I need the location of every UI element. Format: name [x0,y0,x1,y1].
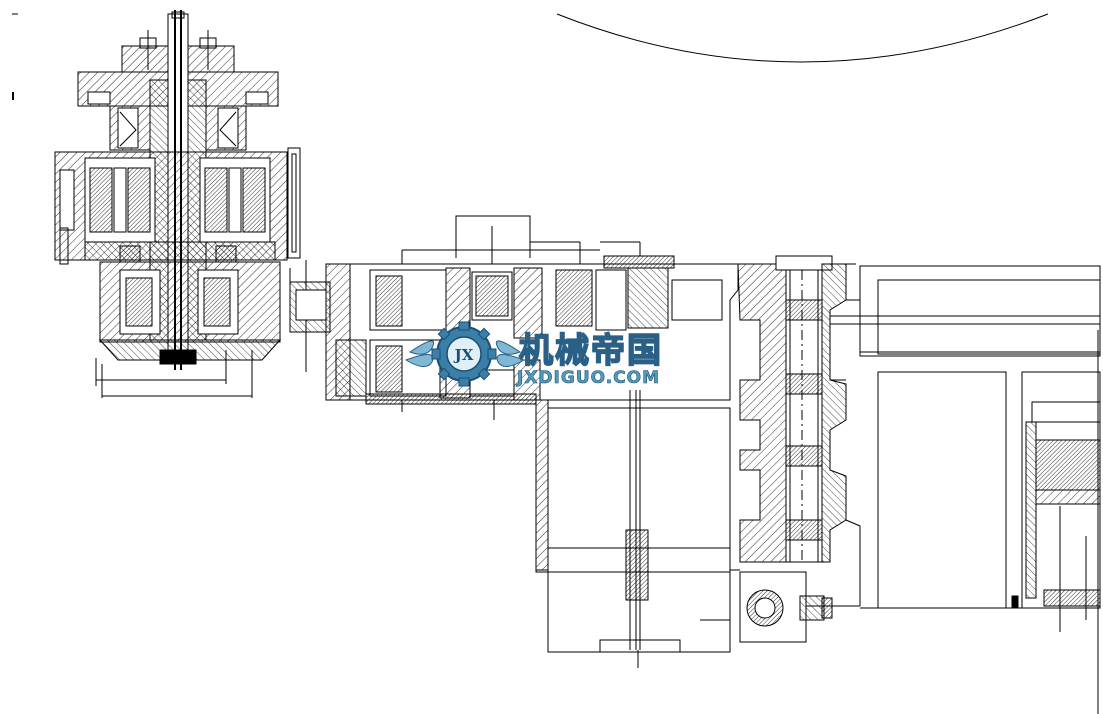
watermark: JX 机械帝国 JXDIGUO.COM [404,321,663,388]
gear-emblem-icon: JX [404,321,526,387]
gearbox-housing [535,390,740,668]
watermark-title: 机械帝国 [519,331,663,371]
right-frame [859,265,1101,714]
gear-train [289,215,739,420]
right-housing [737,255,1100,606]
fitting [739,571,860,643]
top-arc [556,13,1049,63]
watermark-site: JXDIGUO.COM [516,368,660,388]
spindle-assembly [54,10,307,398]
watermark-monogram: JX [453,346,474,364]
